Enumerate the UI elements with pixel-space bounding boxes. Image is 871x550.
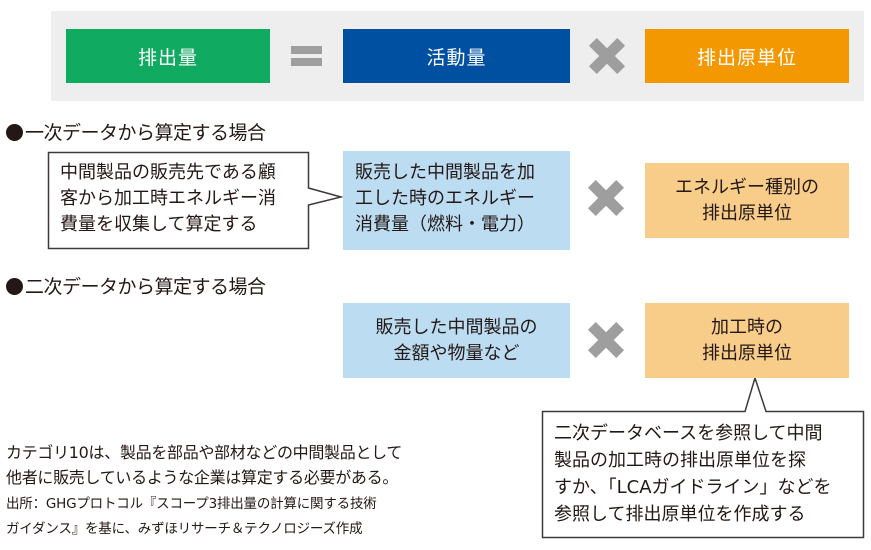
primary-heading: 一次データから算定する場合 — [6, 118, 266, 145]
emission-factor-box: 排出原単位 — [645, 29, 849, 83]
secondary-factor-box: 加工時の 排出原単位 — [645, 303, 849, 378]
activity-line: 工した時のエネルギー — [355, 188, 535, 209]
primary-activity-box: 販売した中間製品を加 工した時のエネルギー 消費量（燃料・電力） — [343, 151, 570, 250]
emissions-label: 排出量 — [137, 46, 198, 69]
factor-line: エネルギー種別の — [675, 176, 819, 198]
activity-box: 活動量 — [343, 29, 570, 83]
secondary-heading: 二次データから算定する場合 — [6, 272, 266, 299]
callout-line: 参照して排出原単位を作成する — [554, 504, 806, 525]
secondary-callout: 二次データベースを参照して中間 製品の加工時の排出原単位を探 すか、「LCAガイ… — [554, 420, 859, 528]
bullet-icon — [6, 278, 23, 295]
source-note: 出所：GHGプロトコル『スコープ3排出量の計算に関する技術 ガイダンス』を基に、… — [6, 492, 377, 542]
activity-line: 金額や物量など — [393, 342, 520, 364]
equals-icon-top — [291, 46, 322, 54]
source-line: 出所：GHGプロトコル『スコープ3排出量の計算に関する技術 — [6, 496, 377, 512]
secondary-heading-text: 二次データから算定する場合 — [25, 276, 266, 298]
category-note: カテゴリ10は、製品を部品や部材などの中間製品として 他者に販売しているような企… — [6, 440, 402, 490]
source-line: ガイダンス』を基に、みずほリサーチ＆テクノロジーズ作成 — [6, 521, 363, 537]
multiply-icon — [589, 323, 623, 357]
callout-line: 二次データベースを参照して中間 — [554, 423, 823, 444]
equals-icon-bottom — [291, 58, 322, 66]
callout-line: すか、「LCAガイドライン」などを — [554, 477, 832, 498]
callout-line: 客から加工時エネルギー消 — [60, 188, 276, 209]
multiply-icon — [589, 181, 623, 215]
callout-line: 製品の加工時の排出原単位を探 — [554, 450, 806, 471]
factor-line: 加工時の — [711, 316, 783, 338]
note-line: 他者に販売しているような企業は算定する必要がある。 — [6, 468, 399, 487]
secondary-activity-box: 販売した中間製品の 金額や物量など — [343, 303, 570, 378]
emissions-box: 排出量 — [66, 29, 270, 83]
activity-line: 販売した中間製品の — [375, 316, 538, 338]
activity-label: 活動量 — [426, 46, 487, 69]
callout-line: 費量を収集して算定する — [60, 214, 258, 235]
factor-line: 排出原単位 — [702, 202, 792, 224]
note-line: カテゴリ10は、製品を部品や部材などの中間製品として — [6, 443, 403, 462]
primary-callout: 中間製品の販売先である顧 客から加工時エネルギー消 費量を収集して算定する — [60, 160, 310, 238]
emission-factor-label: 排出原単位 — [696, 46, 797, 69]
activity-line: 消費量（燃料・電力） — [355, 214, 535, 235]
primary-heading-text: 一次データから算定する場合 — [25, 122, 266, 144]
bullet-icon — [6, 124, 23, 141]
primary-factor-box: エネルギー種別の 排出原単位 — [645, 163, 849, 238]
activity-line: 販売した中間製品を加 — [355, 162, 535, 183]
callout-line: 中間製品の販売先である顧 — [60, 162, 276, 183]
factor-line: 排出原単位 — [702, 342, 792, 364]
